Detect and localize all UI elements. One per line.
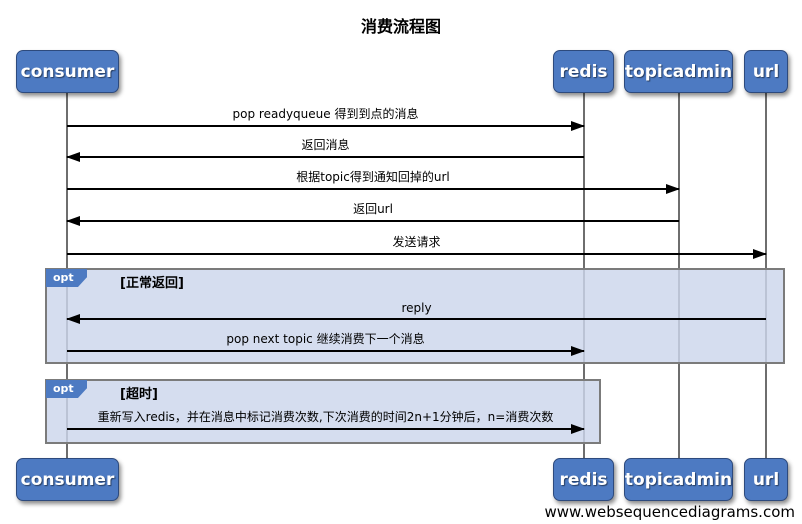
message-return-msg: 返回消息 [66, 136, 584, 162]
actor-url-top: url [744, 50, 788, 93]
message-arrow-line [67, 125, 584, 127]
actor-url-bottom: url [744, 458, 788, 501]
message-rewrite-redis: 重新写入redis，并在消息中标记消费次数,下次消费的时间2n+1分钟后，n=消… [67, 408, 585, 434]
message-arrow-line [67, 220, 679, 222]
actor-consumer-bottom: consumer [16, 458, 119, 501]
watermark: www.websequencediagrams.com [544, 503, 796, 521]
message-pop-readyqueue: pop readyqueue 得到到点的消息 [67, 105, 585, 131]
message-arrow-line [67, 318, 766, 320]
opt-condition-label: [超时] [120, 387, 158, 402]
actor-topicadmin-bottom: topicadmin [624, 458, 733, 501]
opt-operator-label: opt [46, 269, 87, 287]
actor-redis-top: redis [553, 50, 614, 93]
message-label: pop readyqueue 得到到点的消息 [232, 107, 419, 121]
message-label: pop next topic 继续消费下一个消息 [226, 332, 425, 346]
actor-label: topicadmin [624, 469, 733, 490]
actor-label: redis [559, 61, 608, 82]
opt-fragment-normal-return: opt [正常返回] [45, 268, 785, 364]
actor-label: topicadmin [624, 61, 733, 82]
actor-label: consumer [20, 61, 115, 82]
message-label: 返回url [353, 202, 393, 216]
message-label: 返回消息 [301, 138, 350, 152]
message-get-callback-url: 根据topic得到通知回掉的url [67, 168, 680, 194]
opt-operator-label: opt [46, 380, 87, 398]
message-label: reply [401, 301, 432, 315]
message-label: 根据topic得到通知回掉的url [296, 170, 450, 184]
actor-consumer-top: consumer [16, 50, 119, 93]
actor-label: url [752, 61, 780, 82]
message-return-url: 返回url [66, 200, 679, 226]
message-arrow-line [67, 428, 584, 430]
actor-topicadmin-top: topicadmin [624, 50, 733, 93]
message-label: 发送请求 [392, 235, 441, 249]
actor-redis-bottom: redis [553, 458, 614, 501]
actor-label: redis [559, 469, 608, 490]
arrowhead-left-icon [66, 314, 80, 324]
message-reply: reply [66, 298, 766, 324]
diagram-title: 消费流程图 [360, 17, 441, 36]
opt-fragment-timeout: opt [超时] [45, 379, 601, 444]
opt-condition-label: [正常返回] [120, 276, 184, 291]
actor-label: consumer [20, 469, 115, 490]
arrowhead-left-icon [66, 152, 80, 162]
message-arrow-line [67, 156, 584, 158]
message-arrow-line [67, 253, 766, 255]
arrowhead-right-icon [571, 424, 585, 434]
message-pop-next-topic: pop next topic 继续消费下一个消息 [67, 330, 585, 356]
arrowhead-right-icon [571, 121, 585, 131]
message-arrow-line [67, 188, 679, 190]
arrowhead-right-icon [666, 184, 680, 194]
arrowhead-right-icon [571, 346, 585, 356]
arrowhead-left-icon [66, 216, 80, 226]
arrowhead-right-icon [753, 249, 767, 259]
message-send-request: 发送请求 [67, 233, 767, 259]
message-label: 重新写入redis，并在消息中标记消费次数,下次消费的时间2n+1分钟后，n=消… [97, 410, 554, 424]
actor-label: url [752, 469, 780, 490]
message-arrow-line [67, 350, 584, 352]
